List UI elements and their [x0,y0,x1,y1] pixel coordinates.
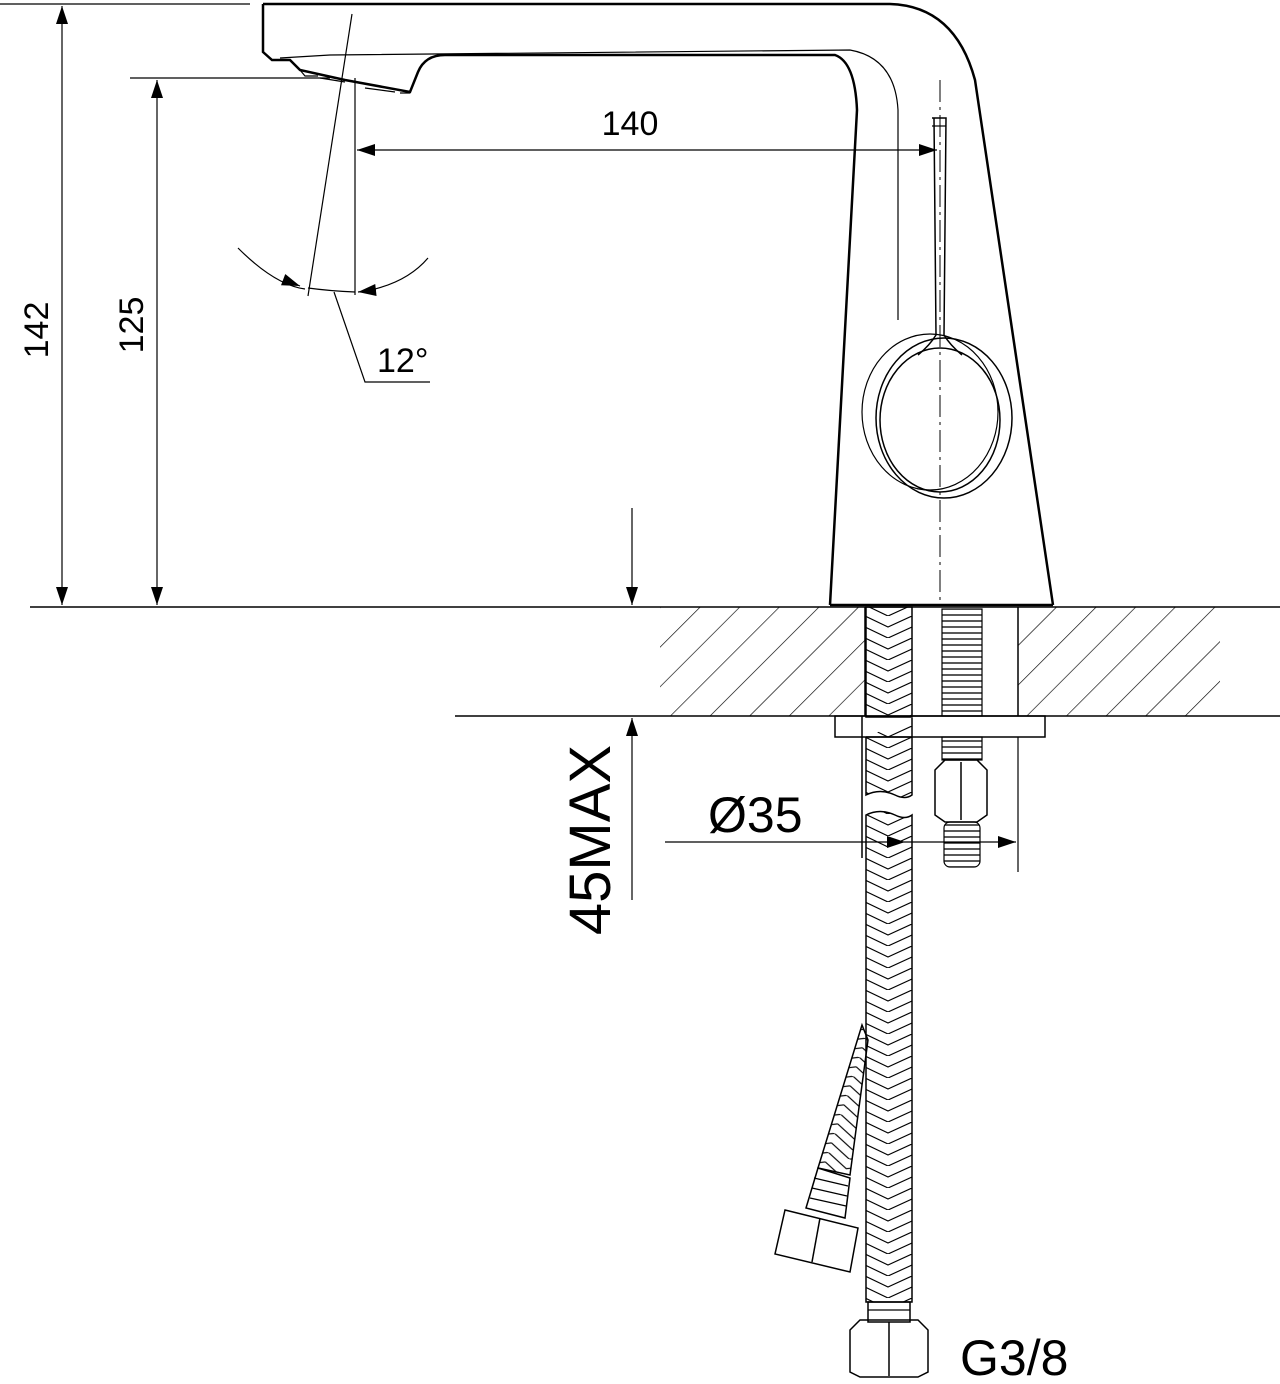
spout-height-label: 125 [113,297,151,354]
connection-thread-label: G3/8 [960,1330,1068,1384]
faucet-body [261,2,1055,607]
supply-hose-straight [849,606,929,1378]
mounting-hardware [834,608,1046,868]
dimension-swivel-angle: 12° [237,13,430,383]
max-thickness-label: 45MAX [558,745,623,935]
hole-diameter-label: Ø35 [708,787,803,843]
countertop-section [30,606,1280,717]
dimension-overall-height: 142 [0,3,250,605]
dimension-max-thickness: 45MAX [558,508,638,935]
supply-hose-diagonal [774,1022,869,1273]
dimension-spout-height: 125 [113,77,330,605]
swivel-angle-label: 12° [377,342,428,380]
overall-height-label: 142 [18,302,56,359]
spout-reach-label: 140 [602,105,659,143]
dimension-hole-diameter: Ø35 [665,737,1019,872]
dimension-spout-reach: 140 [354,78,937,295]
